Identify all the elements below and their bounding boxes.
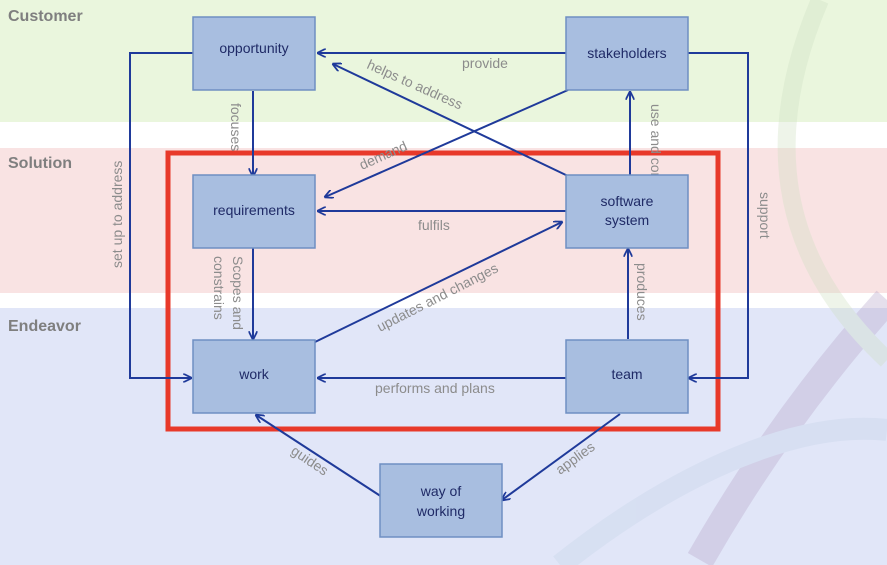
node-team: team bbox=[565, 339, 689, 414]
edges bbox=[129, 52, 749, 500]
label-guides: guides bbox=[288, 442, 331, 478]
edge-guides bbox=[256, 415, 383, 498]
edge-applies bbox=[502, 413, 621, 500]
label-scopes-and: Scopes and bbox=[230, 256, 246, 330]
svg-text:working: working bbox=[416, 503, 465, 519]
highlight-frame bbox=[165, 150, 721, 432]
node-opportunity: opportunity bbox=[192, 16, 316, 91]
svg-text:software: software bbox=[601, 193, 654, 209]
edge-updates-and-changes bbox=[314, 222, 562, 343]
node-stakeholders: stakeholders bbox=[565, 16, 689, 91]
endeavor-label: Endeavor bbox=[8, 318, 81, 335]
node-way-of-working: way of working bbox=[379, 463, 503, 538]
label-set-up-to-address: set up to address bbox=[109, 161, 125, 268]
svg-text:work: work bbox=[238, 366, 270, 382]
label-provide: provide bbox=[462, 55, 508, 71]
svg-text:stakeholders: stakeholders bbox=[587, 45, 666, 61]
edge-support bbox=[688, 52, 749, 378]
label-updates-and-changes: updates and changes bbox=[374, 260, 501, 335]
solution-band bbox=[0, 148, 887, 293]
svg-text:system: system bbox=[605, 212, 649, 228]
customer-label: Customer bbox=[8, 8, 83, 25]
label-focuses: focuses bbox=[228, 103, 244, 151]
node-work: work bbox=[192, 339, 316, 414]
solution-label: Solution bbox=[8, 155, 72, 172]
label-performs-and-plans: performs and plans bbox=[375, 380, 495, 396]
decorative-swirl bbox=[553, 0, 887, 565]
edge-set-up-to-address bbox=[129, 52, 193, 378]
label-demand: demand bbox=[357, 138, 410, 173]
svg-text:requirements: requirements bbox=[213, 202, 295, 218]
svg-text:way of: way of bbox=[420, 483, 462, 499]
label-produces: produces bbox=[634, 263, 650, 321]
edge-labels: provide helps to address focuses demand … bbox=[109, 55, 773, 479]
customer-band bbox=[0, 0, 887, 122]
svg-text:opportunity: opportunity bbox=[219, 40, 288, 56]
label-support: support bbox=[757, 192, 773, 239]
label-fulfils: fulfils bbox=[418, 217, 450, 233]
node-requirements: requirements bbox=[192, 174, 316, 249]
edge-helps-to-address bbox=[333, 64, 569, 177]
node-software-system: software system bbox=[565, 174, 689, 249]
svg-text:team: team bbox=[611, 366, 642, 382]
edge-demand bbox=[325, 89, 569, 197]
label-constrains: constrains bbox=[211, 256, 227, 320]
